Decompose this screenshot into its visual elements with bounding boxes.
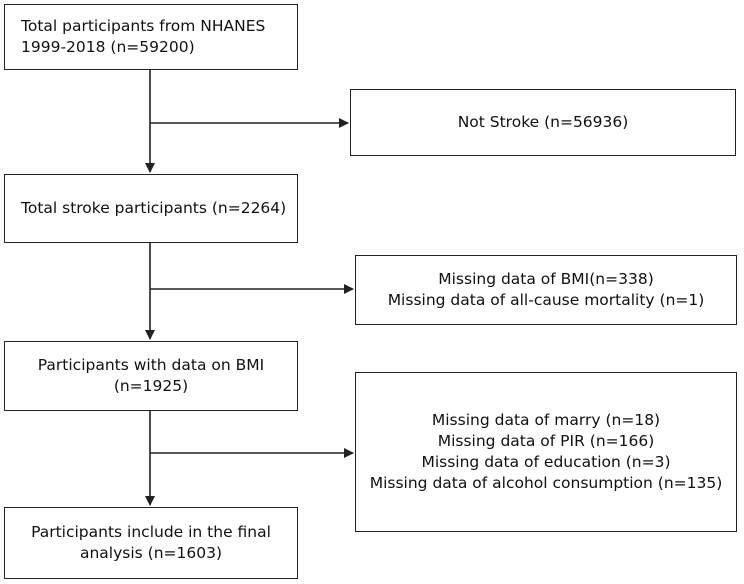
box-text-line: Participants include in the final: [31, 523, 271, 541]
box-text-line: Missing data of alcohol consumption (n=1…: [369, 474, 723, 492]
box-text-line: Total stroke participants (n=2264): [21, 199, 287, 217]
box-text-line: (n=1925): [113, 377, 189, 395]
exclusion-box-2: Missing data of marry (n=18) Missing dat…: [355, 372, 737, 532]
box-text-line: Missing data of all-cause mortality (n=1…: [387, 291, 705, 309]
exclusion-box-1: Missing data of BMI(n=338) Missing data …: [355, 255, 737, 325]
box-text-line: Participants with data on BMI: [37, 356, 265, 374]
total-stroke-box: Total stroke participants (n=2264): [4, 174, 298, 243]
total-participants-box: Total participants from NHANES 1999-2018…: [4, 4, 298, 70]
box-text-line: Total participants from NHANES: [21, 17, 266, 35]
with-bmi-box: Participants with data on BMI (n=1925): [4, 341, 298, 411]
box-text-line: Missing data of PIR (n=166): [437, 432, 655, 450]
box-text-line: analysis (n=1603): [79, 544, 223, 562]
box-text-line: Missing data of marry (n=18): [431, 411, 661, 429]
box-text-line: Missing data of BMI(n=338): [438, 270, 654, 288]
not-stroke-box: Not Stroke (n=56936): [350, 89, 736, 156]
box-text-line: Not Stroke (n=56936): [457, 113, 629, 131]
final-analysis-box: Participants include in the final analys…: [4, 507, 298, 579]
box-text-line: Missing data of education (n=3): [421, 453, 671, 471]
box-text-line: 1999-2018 (n=59200): [21, 38, 195, 56]
